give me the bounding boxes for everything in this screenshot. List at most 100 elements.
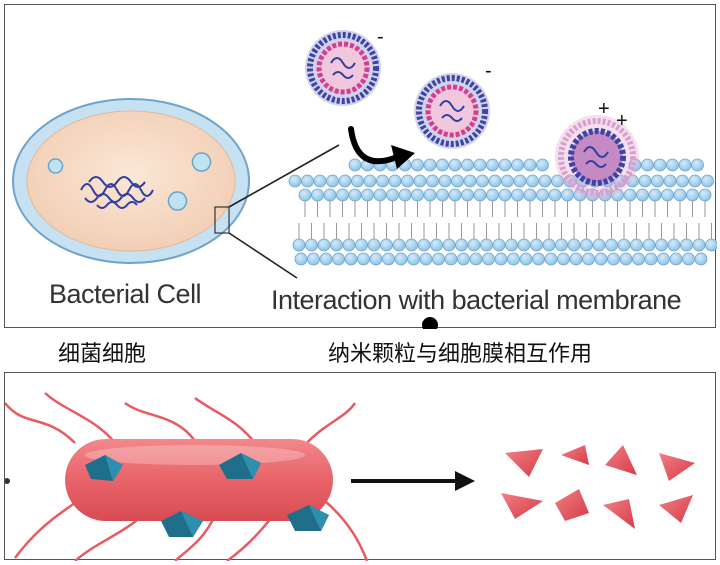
lipid-head	[317, 238, 331, 252]
lipid-head	[292, 238, 306, 252]
zoom-box	[214, 206, 230, 234]
lipid-head	[630, 238, 643, 252]
lipid-head	[401, 174, 414, 188]
lipid-head	[451, 174, 464, 188]
lipid-head	[676, 174, 689, 188]
lipid-head	[513, 174, 527, 188]
lipid-head	[482, 252, 495, 266]
lipid-head	[305, 238, 318, 252]
lipid-head	[461, 158, 474, 172]
bacterium-body	[65, 439, 333, 521]
lipid-head	[523, 188, 537, 202]
bacterium-fragments	[501, 445, 695, 529]
lipid-head	[686, 188, 699, 202]
charge-label-2: -	[485, 60, 492, 82]
lipid-head	[348, 158, 362, 172]
lipid-head	[655, 238, 668, 252]
lipid-head	[398, 188, 412, 202]
lipid-head	[330, 238, 343, 252]
lipid-head	[469, 252, 483, 266]
lipid-head	[311, 188, 324, 202]
nanoparticle-3	[555, 115, 639, 199]
nanoparticle-1	[305, 30, 381, 106]
lipid-head	[442, 238, 456, 252]
lipid-head	[605, 238, 618, 252]
lipid-head	[623, 188, 637, 202]
membrane-interaction-label: Interaction with bacterial membrane	[271, 285, 682, 315]
lipid-head	[486, 158, 499, 172]
lipid-head	[313, 174, 327, 188]
tetrahedron-icon	[85, 455, 123, 481]
lipid-head	[555, 238, 568, 252]
lipid-head	[288, 174, 302, 188]
lipid-head	[369, 252, 383, 266]
lipid-head	[436, 158, 449, 172]
lipid-head	[698, 188, 712, 202]
lipid-head	[694, 252, 708, 266]
lipid-head	[382, 252, 395, 266]
lipid-head	[644, 252, 658, 266]
dna-icon	[80, 176, 154, 209]
lipid-head	[342, 238, 356, 252]
lipid-head	[651, 174, 664, 188]
lipid-head	[530, 238, 543, 252]
lipid-head	[680, 238, 693, 252]
lipid-head	[594, 252, 608, 266]
tetrahedron-icon	[219, 453, 261, 479]
lipid-head	[511, 188, 524, 202]
tetrahedron-icon	[161, 511, 203, 537]
lipid-head	[642, 238, 656, 252]
lipid-head	[411, 158, 424, 172]
lipid-head	[505, 238, 518, 252]
lipid-head	[498, 158, 512, 172]
lipid-head	[669, 252, 683, 266]
ribosome-icon	[47, 152, 212, 211]
lipid-head	[336, 188, 349, 202]
lipid-head	[607, 252, 620, 266]
lipid-head	[432, 252, 445, 266]
lipid-head	[344, 252, 358, 266]
lipid-head	[653, 158, 667, 172]
lipid-head	[326, 174, 339, 188]
lipid-head	[592, 238, 606, 252]
fragment	[659, 453, 695, 481]
lipid-head	[557, 252, 570, 266]
lipid-head	[319, 252, 333, 266]
lipid-head	[638, 174, 652, 188]
lipid-head	[523, 158, 537, 172]
bacterial-cell-label: Bacterial Cell	[49, 279, 202, 309]
lipid-head	[307, 252, 320, 266]
lipid-head	[538, 174, 552, 188]
lipid-head	[338, 174, 352, 188]
lipid-head	[392, 238, 406, 252]
bottom-panel	[4, 372, 716, 561]
zoom-line-bottom	[228, 232, 298, 279]
lipid-head	[461, 188, 474, 202]
fragment	[605, 445, 637, 475]
zoom-line-top	[228, 144, 340, 208]
lipid-head	[323, 188, 337, 202]
lipid-head	[413, 174, 427, 188]
lipid-head	[492, 238, 506, 252]
lipid-head	[673, 188, 687, 202]
lipid-head	[641, 158, 654, 172]
lipid-head	[663, 174, 677, 188]
lipid-head	[666, 158, 679, 172]
lipid-head	[436, 188, 449, 202]
lipid-head	[657, 252, 670, 266]
lipid-head	[301, 174, 314, 188]
lipid-head	[667, 238, 681, 252]
lipid-head	[501, 174, 514, 188]
fragment	[659, 495, 693, 523]
lipid-head	[455, 238, 468, 252]
fragment	[501, 493, 543, 519]
lipid-head	[423, 188, 437, 202]
lipid-head	[417, 238, 431, 252]
lipid-head	[561, 188, 574, 202]
lipid-head	[526, 174, 539, 188]
caption-nanoparticle-interaction: 纳米颗粒与细胞膜相互作用	[328, 342, 593, 367]
lipid-head	[619, 252, 633, 266]
lipid-head	[380, 238, 393, 252]
lipid-head	[388, 174, 402, 188]
lipid-head	[376, 174, 389, 188]
